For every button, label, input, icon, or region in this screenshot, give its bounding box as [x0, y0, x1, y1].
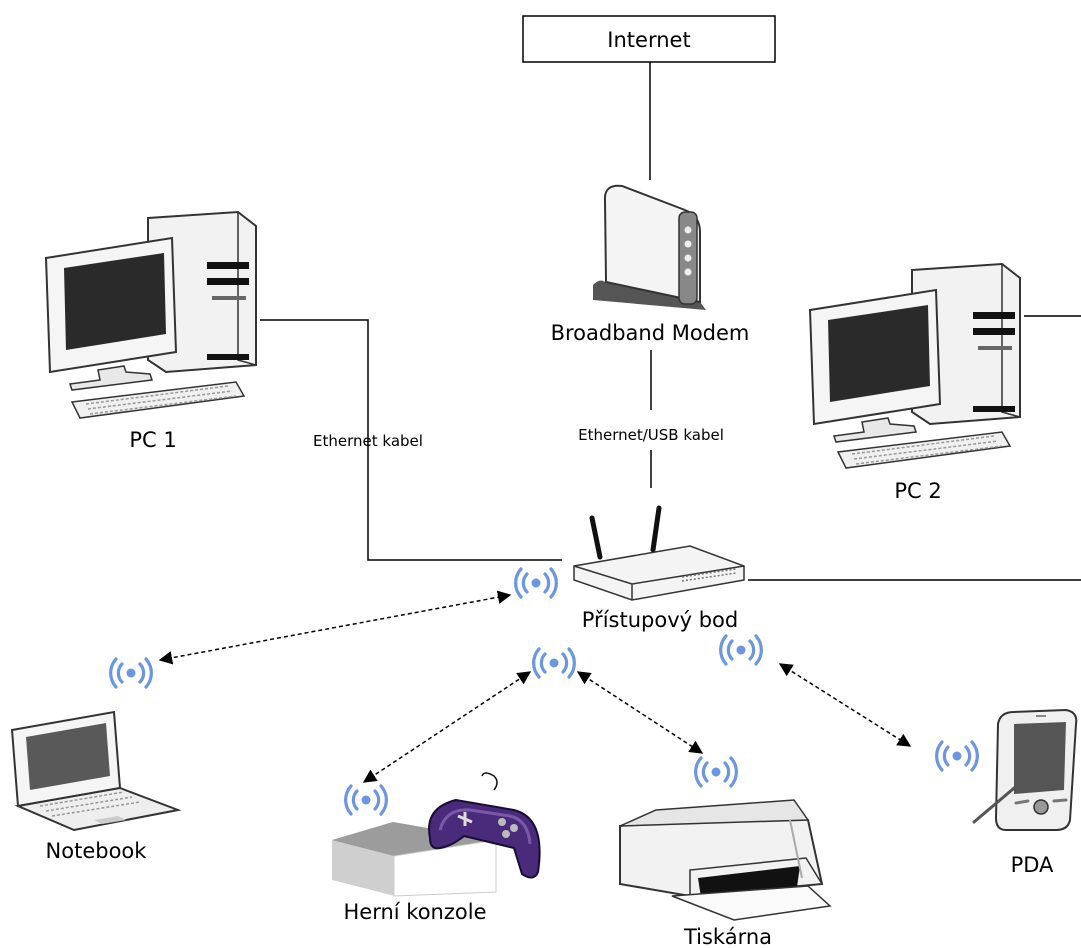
ethernet-usb-label: Ethernet/USB kabel: [578, 426, 724, 444]
pc2-label: PC 2: [894, 479, 941, 503]
keyboard-icon: [70, 381, 246, 419]
wifi-icon: [514, 567, 558, 599]
pda-label: PDA: [1011, 853, 1054, 877]
ap-printer-wireless-link: [576, 671, 704, 754]
pc1-computer: [44, 210, 257, 419]
modem-label: Broadband Modem: [551, 321, 750, 345]
ap-notebook-wireless-link: [158, 590, 512, 665]
notebook-label: Notebook: [46, 839, 148, 863]
pc1-label: PC 1: [129, 428, 176, 452]
pc2-computer: [808, 262, 1021, 469]
ap-console-wireless-link: [362, 671, 532, 783]
modem-icon: [593, 184, 706, 310]
internet-node: Internet: [522, 15, 776, 63]
pc1-ap-link: [260, 319, 562, 561]
keyboard-icon: [836, 431, 1012, 469]
wifi-icon: [344, 784, 388, 816]
wifi-icon: [694, 756, 738, 788]
ap-pda-wireless-link: [778, 663, 912, 747]
wifi-icon: [532, 647, 576, 679]
wifi-icon: [109, 657, 153, 689]
laptop-icon: [10, 710, 182, 832]
printer-label: Tiskárna: [683, 925, 772, 948]
monitor-icon: [44, 236, 178, 391]
wifi-icon: [935, 740, 979, 772]
router-icon: [573, 505, 745, 601]
pda-icon: [972, 708, 1078, 831]
wifi-icon: [719, 634, 763, 666]
gamepad-icon: [428, 772, 541, 879]
console-label: Herní konzole: [344, 900, 487, 924]
monitor-icon: [808, 288, 942, 443]
ethernet-cable-label: Ethernet kabel: [313, 432, 423, 450]
printer-icon: [619, 799, 832, 921]
internet-label: Internet: [607, 28, 690, 52]
access-point-label: Přístupový bod: [582, 608, 738, 632]
